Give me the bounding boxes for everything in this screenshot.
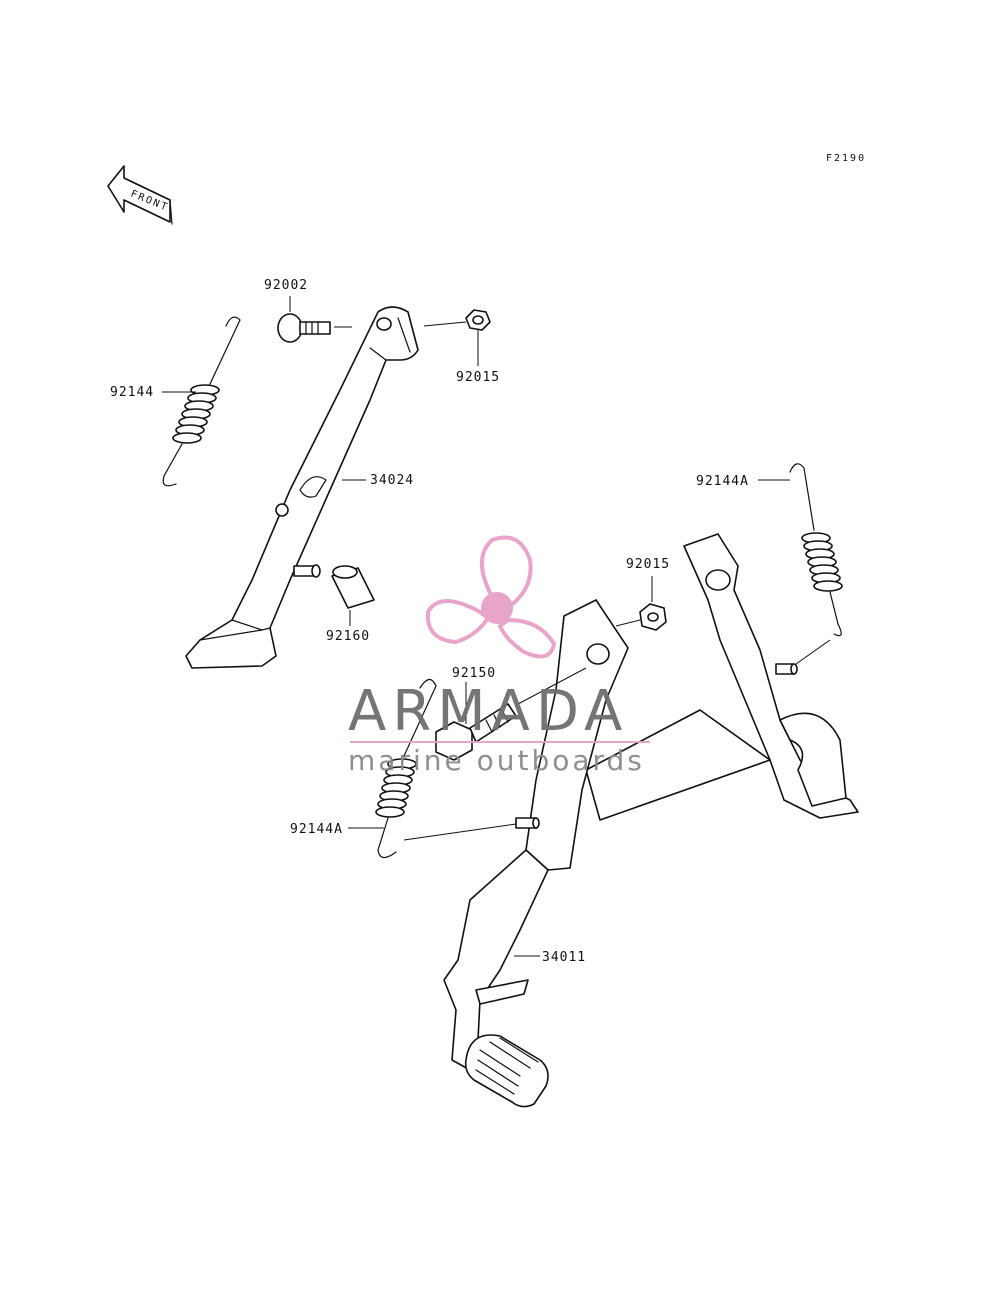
label-92160: 92160	[326, 629, 370, 644]
watermark-tagline: marine outboards	[348, 744, 645, 777]
nut-92015-top	[465, 309, 491, 331]
propeller-logo-icon	[425, 535, 557, 659]
side-stand-34024	[185, 306, 419, 669]
label-92015-mid: 92015	[626, 557, 670, 572]
label-34024: 34024	[370, 473, 414, 488]
pin-stud	[293, 564, 321, 578]
bolt-92002	[277, 313, 331, 343]
front-arrow-icon: FRONT	[107, 165, 173, 225]
nut-92015-mid	[639, 603, 667, 631]
label-92002: 92002	[264, 278, 308, 293]
spring-92144A-right	[789, 463, 843, 637]
watermark-brand: ARMADA	[348, 679, 628, 744]
label-92144A-left: 92144A	[290, 822, 343, 837]
armada-watermark: ARMADA marine outboards	[348, 535, 650, 777]
label-92144A-right: 92144A	[696, 474, 749, 489]
label-92015-top: 92015	[456, 370, 500, 385]
spring-92144	[162, 316, 241, 487]
label-92144: 92144	[110, 385, 154, 400]
spring-92144A-left	[375, 678, 437, 859]
collar-92160	[331, 565, 375, 609]
center-stand-34011	[443, 533, 859, 1108]
diagram-code: F2190	[826, 153, 866, 164]
label-34011: 34011	[542, 950, 586, 965]
label-92150: 92150	[452, 666, 496, 681]
pedal-pad	[464, 1034, 549, 1108]
